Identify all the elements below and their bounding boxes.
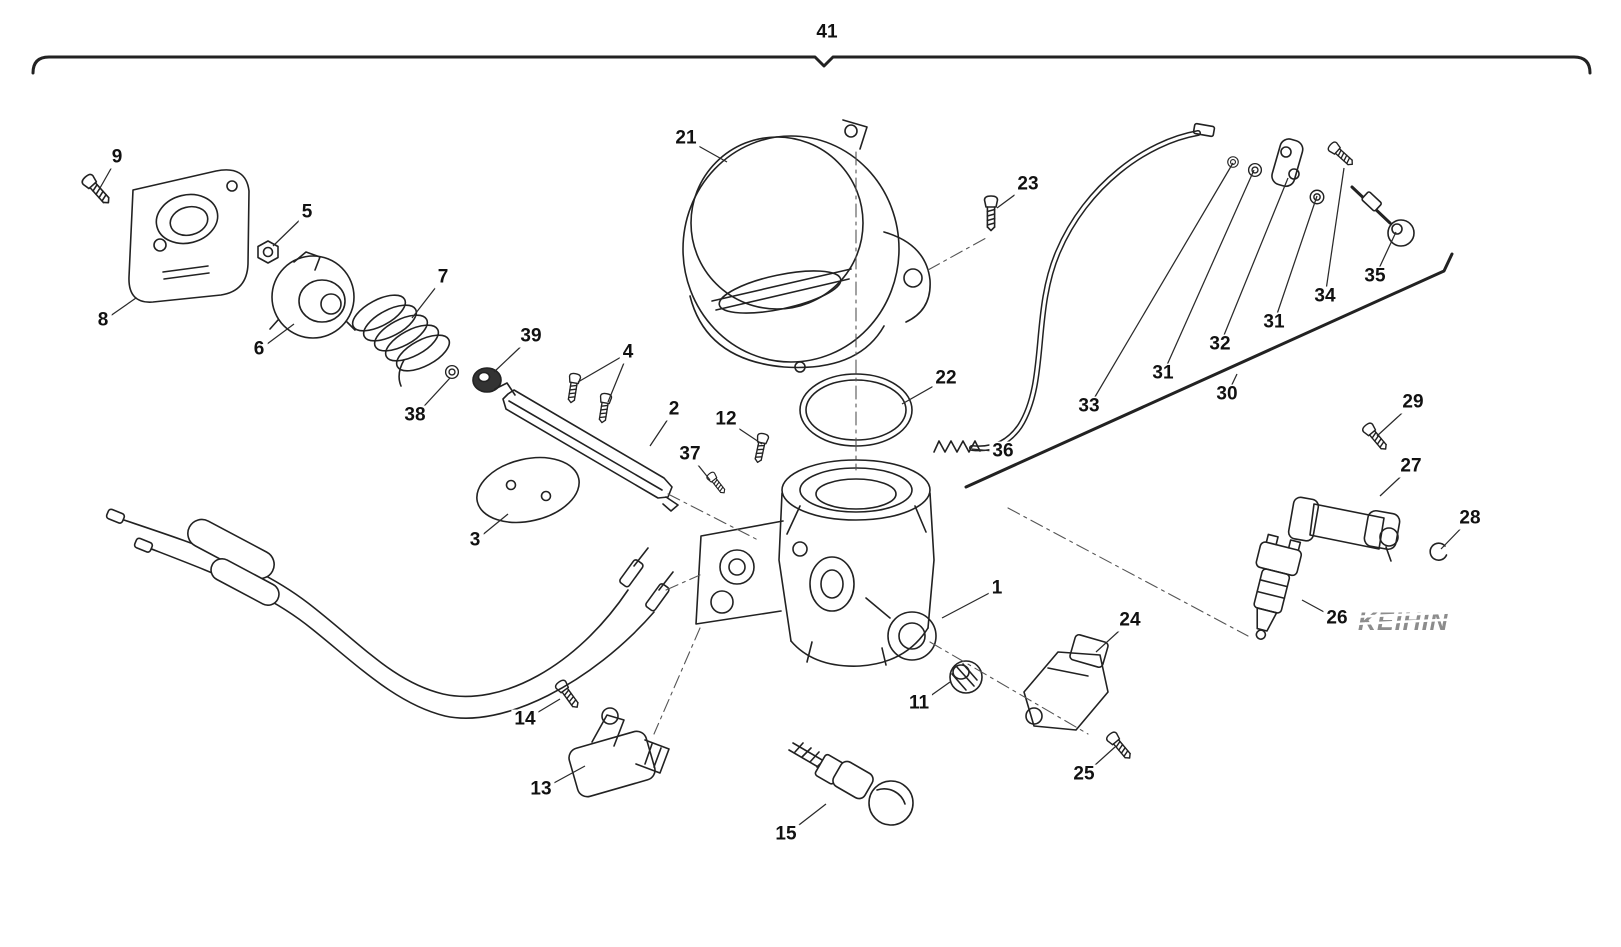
callout-37: 37: [676, 444, 704, 466]
callout-1: 1: [988, 578, 1006, 600]
callout-34: 34: [1311, 286, 1339, 308]
callout-22: 22: [932, 368, 960, 390]
callout-8: 8: [94, 310, 112, 332]
callout-33: 33: [1075, 396, 1103, 418]
callout-5: 5: [298, 202, 316, 224]
leader-line-4: [577, 352, 629, 383]
assembly-bracket: [31, 55, 1592, 75]
callout-27: 27: [1397, 456, 1425, 478]
throttle-body-1: [695, 459, 937, 667]
callout-35: 35: [1361, 266, 1389, 288]
leader-line-34: [1324, 167, 1345, 298]
callout-2: 2: [665, 399, 683, 421]
fuel-hose: [969, 122, 1216, 452]
spring-cap-6: [269, 251, 356, 339]
callout-23: 23: [1014, 174, 1042, 196]
callout-32: 32: [1206, 334, 1234, 356]
callout-9: 9: [108, 147, 126, 169]
callout-26: 26: [1323, 608, 1351, 630]
ball-link-35: [1350, 185, 1415, 247]
throttle-cables: [105, 508, 674, 719]
callout-39: 39: [517, 326, 545, 348]
callout-41: 41: [813, 22, 841, 44]
butterfly-disc-3: [476, 456, 580, 524]
callout-25: 25: [1070, 764, 1098, 786]
seal-39: [472, 367, 502, 393]
bracket-plate-32: [1271, 138, 1304, 188]
spring-36: [933, 440, 981, 453]
leader-line-31: [1162, 169, 1255, 375]
callout-4: 4: [619, 342, 637, 364]
callout-30: 30: [1213, 384, 1241, 406]
leader-line-31: [1273, 195, 1318, 324]
callout-24: 24: [1116, 610, 1144, 632]
callout-31: 31: [1149, 363, 1177, 385]
leader-line-1: [941, 588, 998, 619]
callout-13: 13: [527, 779, 555, 801]
callout-14: 14: [511, 709, 539, 731]
cover-plate-8: [128, 169, 250, 303]
construction-lines: [653, 151, 1249, 735]
callout-28: 28: [1456, 508, 1484, 530]
injector-26: [1253, 533, 1303, 640]
clip-28: [1429, 542, 1448, 561]
sensor-15: [788, 742, 914, 826]
keihin-logo: KEIHIN: [1350, 608, 1466, 636]
callout-38: 38: [401, 405, 429, 427]
callout-29: 29: [1399, 392, 1427, 414]
intake-funnel-21: [682, 119, 931, 373]
joint-27: [1287, 496, 1401, 562]
throttle-shaft-2: [494, 382, 679, 512]
callout-6: 6: [250, 339, 268, 361]
callout-21: 21: [672, 128, 700, 150]
callout-31: 31: [1260, 312, 1288, 334]
bushing-11: [949, 660, 983, 694]
leader-line-33: [1088, 162, 1234, 408]
callout-3: 3: [466, 530, 484, 552]
coil-spring-7: [351, 294, 451, 387]
callout-36: 36: [989, 441, 1017, 463]
callout-12: 12: [712, 409, 740, 431]
callout-7: 7: [434, 267, 452, 289]
leader-line-32: [1219, 177, 1289, 346]
callout-15: 15: [772, 824, 800, 846]
link-rod-30: [964, 252, 1454, 489]
sensor-24: [1023, 633, 1109, 731]
sensor-13: [568, 707, 670, 798]
nut-5: [257, 240, 279, 264]
callout-11: 11: [905, 693, 933, 715]
